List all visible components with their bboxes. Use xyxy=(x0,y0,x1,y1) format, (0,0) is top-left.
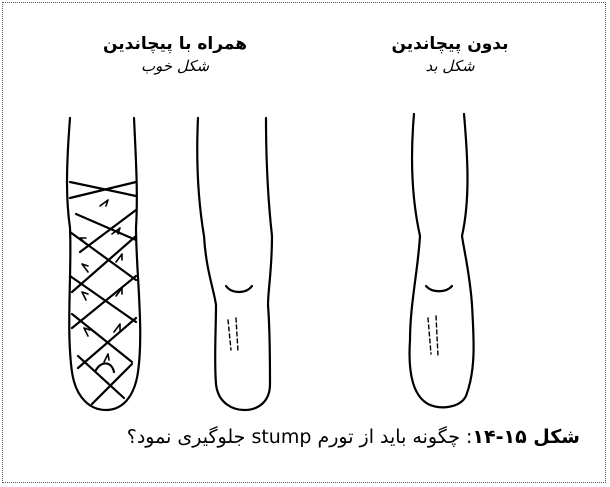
wrapped-stump-icon xyxy=(67,118,140,410)
caption-text: : چگونه باید از تورم stump جلوگیری نمود؟ xyxy=(127,426,473,448)
caption-label: شکل ۱۵-۱۴ xyxy=(472,426,580,448)
stump-good-icon xyxy=(197,118,272,410)
stump-bad-icon xyxy=(410,114,474,407)
figure-caption: شکل ۱۵-۱۴: چگونه باید از تورم stump جلوگ… xyxy=(60,426,580,448)
